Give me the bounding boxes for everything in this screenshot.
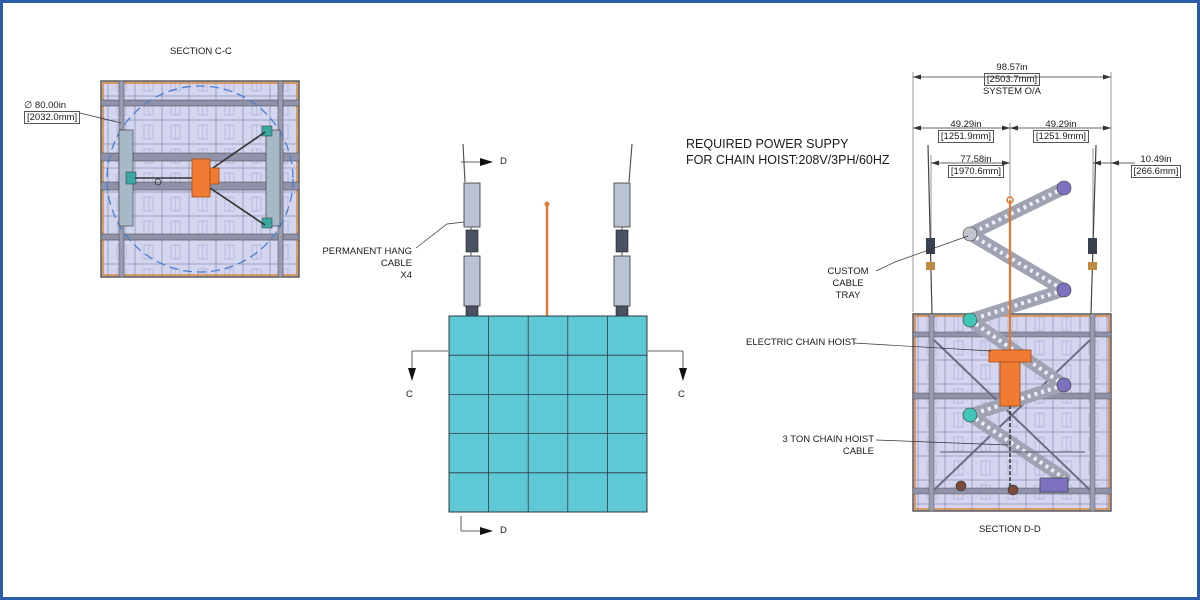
dim-overall-in: 98.57in [996, 62, 1028, 73]
dd-beam [928, 313, 935, 512]
section-cc-rod [209, 187, 266, 226]
chain-hoist-cable-label: 3 TON CHAIN HOIST CABLE [762, 434, 875, 458]
section-cc-beam [100, 233, 300, 241]
hoist-leader [853, 342, 992, 352]
hang-cable-leader [415, 221, 465, 249]
dim-inner-mm: [1970.6mm] [947, 165, 1005, 178]
dim-inner: 77.58in [1970.6mm] [944, 154, 1008, 178]
section-c-arrow-right [679, 368, 687, 381]
hang-cable-label-line3: X4 [400, 270, 412, 281]
hoist-hook-front [544, 201, 550, 207]
section-cc-edge-frame [102, 82, 298, 276]
cable-tray-label-line2: CABLE [832, 278, 864, 289]
dim-right-half-mm: [1251.9mm] [1032, 130, 1090, 143]
dd-beam [912, 331, 1112, 338]
section-cc-hang-bracket [265, 129, 281, 227]
power-note-line2: FOR CHAIN HOIST:208V/3PH/60HZ [686, 153, 890, 167]
hang-cable-label-line2: CABLE [380, 258, 412, 269]
dd-turnbuckle-right [1088, 238, 1097, 254]
power-note-line1: REQUIRED POWER SUPPY [686, 137, 849, 151]
custom-cable-tray [962, 180, 1072, 493]
dd-shackle-left [926, 262, 935, 270]
electric-chain-hoist-body [999, 361, 1021, 407]
hang-clamp-right [615, 229, 629, 253]
dd-turnbuckle-left [926, 238, 935, 254]
dim-overall: 98.57in [2503.7mm] SYSTEM O/A [982, 62, 1042, 97]
section-cc-beam [100, 99, 300, 107]
section-d-arrow-top [480, 158, 493, 166]
dd-shackle-right [1088, 262, 1097, 270]
dim-side-mm: [266.6mm] [1130, 165, 1182, 178]
dd-edge-frame [914, 315, 1110, 510]
dd-hang-cable-right [1090, 144, 1097, 315]
dim-right-half: 49.29in [1251.9mm] [1031, 119, 1091, 143]
dim-left-half: 49.29in [1251.9mm] [936, 119, 996, 143]
cable-tray-label: CUSTOM CABLE TRAY [818, 266, 878, 302]
chain-hoist-cable-label-line2: CABLE [842, 446, 874, 457]
section-dd-view [853, 72, 1135, 512]
section-d-letter-bottom: D [500, 525, 507, 536]
section-cc-teal-block [125, 171, 137, 185]
dim-right-half-in: 49.29in [1045, 119, 1077, 130]
section-cc-rod [209, 131, 266, 171]
led-panel-grid-lines [449, 316, 647, 512]
section-cc-pin [154, 178, 162, 186]
cable-tray-label-line3: TRAY [835, 290, 861, 301]
hang-cable-left-upper [462, 143, 466, 183]
dd-brace [933, 339, 1091, 491]
front-view [408, 143, 687, 535]
section-cc-diameter: ∅ 80.00in [2032.0mm] [24, 100, 81, 124]
hang-cable-right-upper [628, 143, 633, 183]
section-cc-diameter-mm: [2032.0mm] [24, 111, 81, 124]
electric-chain-hoist-label: ELECTRIC CHAIN HOIST [746, 337, 857, 348]
hang-clamp-right-base [615, 305, 629, 317]
dd-beam [1089, 313, 1096, 512]
dd-pickup-point [1007, 484, 1019, 496]
cable-tray-label-line1: CUSTOM [827, 266, 869, 277]
hang-bracket-left-2 [463, 255, 481, 307]
electric-chain-hoist-top [988, 349, 1032, 363]
section-c-letter-right: C [678, 389, 685, 400]
section-cc-view [79, 80, 300, 278]
section-cc-hoist-motor [209, 167, 220, 185]
hang-cable-label-line1: PERMANENT HANG [322, 246, 412, 257]
section-cc-diameter-leader [79, 112, 122, 124]
power-note: REQUIRED POWER SUPPY FOR CHAIN HOIST:208… [686, 136, 890, 168]
section-cc-teal-block [261, 217, 273, 229]
section-d-letter-top: D [500, 156, 507, 167]
section-c-letter-left: C [406, 389, 413, 400]
dim-overall-note: SYSTEM O/A [982, 86, 1042, 97]
hang-bracket-right-1 [613, 182, 631, 228]
dim-side-in: 10.49in [1140, 154, 1172, 165]
hang-cable-label: PERMANENT HANG CABLE X4 [318, 246, 412, 282]
hang-bracket-left-1 [463, 182, 481, 228]
dim-inner-in: 77.58in [960, 154, 992, 165]
dim-left-half-mm: [1251.9mm] [937, 130, 995, 143]
hang-clamp-left-base [465, 305, 479, 317]
led-panel-grid [448, 315, 648, 513]
section-cc-teal-block [261, 125, 273, 137]
section-cc-hoist [191, 158, 211, 198]
dim-overall-mm: [2503.7mm] [983, 73, 1041, 86]
section-c-arrow-left [408, 368, 416, 381]
section-d-arrow-bottom [480, 527, 493, 535]
hang-bracket-right-2 [613, 255, 631, 307]
dim-side: 10.49in [266.6mm] [1126, 154, 1186, 178]
cable-leader [875, 439, 1009, 446]
chain-hoist-cable-label-line1: 3 TON CHAIN HOIST [782, 434, 875, 445]
dim-left-half-in: 49.29in [950, 119, 982, 130]
section-cc-diameter-in: ∅ 80.00in [24, 100, 67, 111]
tray-leader [875, 235, 969, 272]
hang-clamp-left [465, 229, 479, 253]
section-dd-title: SECTION D-D [979, 524, 1041, 535]
section-cc-title: SECTION C-C [170, 46, 232, 57]
dd-hoist-hook [1006, 196, 1014, 204]
section-cc-diameter-circle [106, 85, 294, 273]
dd-hang-cable-left [927, 144, 933, 315]
dd-pickup-point [955, 480, 967, 492]
